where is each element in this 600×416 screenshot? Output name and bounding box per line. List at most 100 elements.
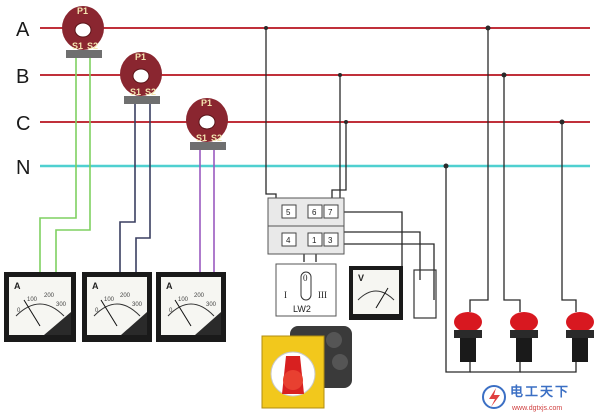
switch-pos-3: III bbox=[318, 290, 327, 300]
light1-bezel bbox=[454, 330, 482, 338]
voltmeter-terminal-bracket bbox=[413, 269, 437, 319]
light2-bezel bbox=[510, 330, 538, 338]
ammeter2-shade bbox=[121, 312, 147, 335]
ammeter1-tick-2: 200 bbox=[44, 293, 55, 299]
bus-label-a: A bbox=[16, 19, 30, 41]
light2-body bbox=[516, 338, 532, 362]
light1-lens bbox=[454, 312, 482, 332]
ammeter3-needle bbox=[174, 299, 192, 327]
ammeter3-scale bbox=[167, 303, 215, 317]
voltmeter-letter: V bbox=[358, 273, 364, 283]
ammeter1-needle bbox=[23, 299, 41, 327]
volt-wire-1 bbox=[338, 211, 403, 270]
watermark-logo-icon bbox=[482, 385, 506, 409]
ct2-wire-s1 bbox=[119, 104, 136, 272]
ct2-s2-label: S2 bbox=[145, 87, 156, 97]
ammeter-1: A 0 100 200 300 bbox=[4, 272, 76, 342]
terminal-label-3: 3 bbox=[328, 236, 333, 245]
ct2-s1-label: S1 bbox=[130, 87, 141, 97]
ammeter-3: A 0 100 200 300 bbox=[156, 272, 226, 342]
ct1-s2-label: S2 bbox=[87, 41, 98, 51]
current-transformer-3: P1 S1 S2 bbox=[186, 98, 228, 150]
terminal-bottom-3 bbox=[323, 232, 339, 247]
rotary-switch-knob-hub bbox=[283, 370, 303, 390]
voltmeter: V bbox=[349, 266, 437, 320]
indicator-light-3 bbox=[566, 312, 594, 362]
terminal-bottom-4 bbox=[281, 232, 297, 247]
ammeter3-tick-2: 200 bbox=[194, 293, 205, 299]
voltmeter-needle bbox=[375, 287, 389, 309]
ammeter2-needle bbox=[100, 299, 118, 327]
feed-wire-c bbox=[331, 122, 347, 205]
terminal-label-4: 4 bbox=[286, 236, 291, 245]
terminal-label-5: 5 bbox=[286, 208, 291, 217]
light3-lens bbox=[566, 312, 594, 332]
ct3-s1-label: S1 bbox=[196, 133, 207, 143]
light3-bezel bbox=[566, 330, 594, 338]
voltmeter-scale bbox=[357, 290, 395, 301]
ammeter2-scale bbox=[93, 303, 141, 317]
ammeter3-tick-3: 300 bbox=[206, 302, 217, 308]
ammeter-2: A 0 100 200 300 bbox=[82, 272, 152, 342]
junction-feed-a bbox=[264, 26, 268, 30]
ammeter2-tick-2: 200 bbox=[120, 293, 131, 299]
terminal-top-5 bbox=[281, 204, 297, 219]
terminal-top-6 bbox=[307, 204, 323, 219]
light-wire-n bbox=[445, 166, 471, 373]
terminal-bottom-1 bbox=[307, 232, 323, 247]
ct3-base bbox=[190, 142, 226, 150]
light-wire-n3 bbox=[520, 362, 577, 373]
watermark-url: www.dgtxjs.com bbox=[511, 405, 562, 412]
light-wire-b bbox=[503, 75, 521, 312]
switch-pos-1: I bbox=[284, 290, 287, 300]
ct-secondary-wires bbox=[39, 58, 215, 272]
ammeter1-shade bbox=[44, 312, 71, 335]
switch-terminal-block: 5 6 7 4 1 3 bbox=[267, 197, 345, 255]
ct2-base bbox=[124, 96, 160, 104]
light1-body bbox=[460, 338, 476, 362]
terminal-label-6: 6 bbox=[312, 208, 317, 217]
junction-c bbox=[559, 119, 565, 125]
junction-feed-c bbox=[344, 120, 348, 124]
junction-b bbox=[501, 72, 507, 78]
ct2-hole bbox=[132, 68, 150, 84]
ct3-p-label: P1 bbox=[201, 98, 212, 108]
terminal-top-7 bbox=[323, 204, 339, 219]
current-transformer-1: P1 S1 S2 bbox=[62, 6, 104, 58]
watermark: 电工天下 www.dgtxjs.com bbox=[482, 384, 568, 412]
current-transformer-2: P1 S1 S2 bbox=[120, 52, 162, 104]
light-wire-n2 bbox=[470, 362, 521, 373]
rotary-switch bbox=[261, 326, 352, 409]
bus-label-b: B bbox=[16, 66, 29, 88]
ammeter2-letter: A bbox=[92, 281, 99, 291]
ct3-s2-label: S2 bbox=[211, 133, 222, 143]
junction-feed-b bbox=[338, 73, 342, 77]
indicator-wires bbox=[264, 25, 577, 373]
light-wire-c bbox=[561, 122, 577, 312]
light3-body bbox=[572, 338, 588, 362]
switch-pos-0: 0 bbox=[303, 273, 308, 283]
rotary-switch-cam-1 bbox=[326, 332, 342, 348]
ammeter3-shade bbox=[195, 312, 221, 335]
ct1-p-label: P1 bbox=[77, 6, 88, 16]
switch-model-label: LW2 bbox=[293, 304, 311, 314]
switch-feed-wires bbox=[265, 28, 435, 300]
feed-wire-a bbox=[265, 28, 277, 205]
light2-lens bbox=[510, 312, 538, 332]
ammeter3-letter: A bbox=[166, 281, 173, 291]
terminal-label-1: 1 bbox=[312, 236, 317, 245]
ammeter2-tick-0: 0 bbox=[95, 308, 99, 314]
rotary-switch-cam-2 bbox=[332, 354, 348, 370]
ammeter3-tick-1: 100 bbox=[178, 297, 189, 303]
ct1-hole bbox=[74, 22, 92, 38]
bus-label-n: N bbox=[16, 157, 30, 179]
ammeter2-tick-3: 300 bbox=[132, 302, 143, 308]
ct2-p-label: P1 bbox=[135, 52, 146, 62]
volt-wire-2 bbox=[340, 231, 421, 280]
switch-position-diagram: I 0 III LW2 bbox=[275, 263, 337, 317]
ammeter1-tick-1: 100 bbox=[27, 297, 38, 303]
ct1-wire-s1 bbox=[39, 58, 77, 272]
indicator-light-1 bbox=[454, 312, 482, 362]
switch-handle-outline bbox=[300, 271, 312, 301]
